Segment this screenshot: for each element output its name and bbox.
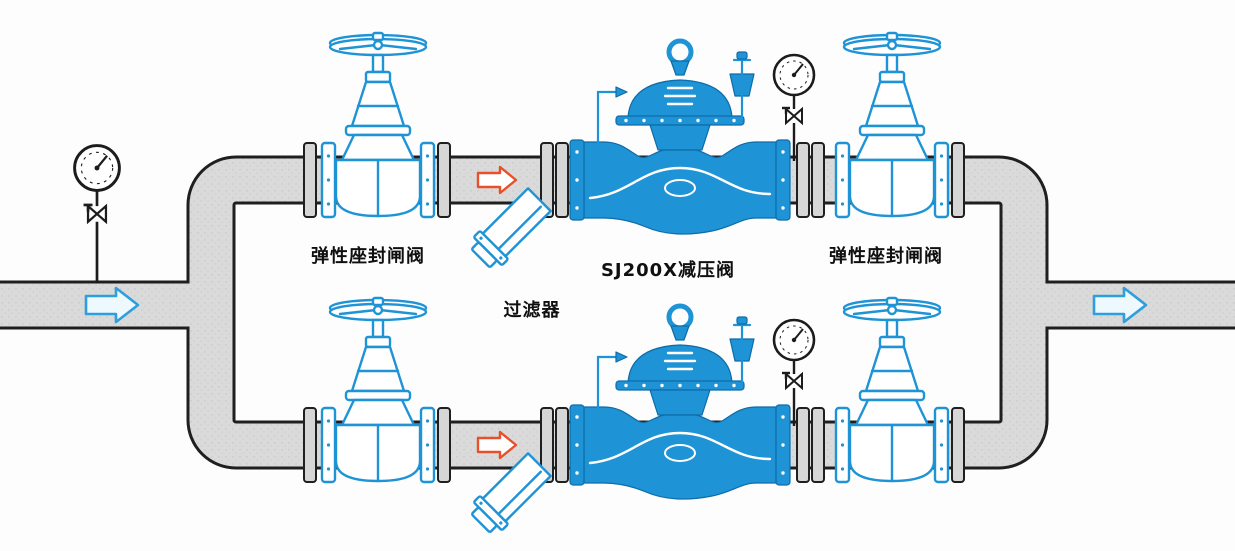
pipe-flange [555,407,569,483]
pressure-gauge-inlet [73,144,121,284]
pipe-flange [437,407,451,483]
gate-valve-lower-outlet [834,296,950,484]
pipe-flange [811,142,825,218]
pipe-flange [796,142,810,218]
pipe-flange [555,142,569,218]
pipe-flange [303,142,317,218]
pipe-flange [811,407,825,483]
pipe-network [0,155,1235,470]
label-gate-valve-right: 弹性座封闸阀 [829,245,943,267]
pipe-flange [951,407,965,483]
pressure-gauge-upper-prv [772,53,816,161]
gate-valve-lower-inlet [320,296,436,484]
pipe-flange [951,142,965,218]
gate-valve-upper-inlet [320,31,436,219]
pipe-flange [796,407,810,483]
label-strainer: 过滤器 [504,299,561,321]
pipe-flange [303,407,317,483]
label-prv: SJ200X减压阀 [601,259,735,281]
pressure-reducing-valve-upper [570,41,790,234]
pressure-gauge-lower-prv [772,318,816,426]
pipe-flange [437,142,451,218]
gate-valve-upper-outlet [834,31,950,219]
pressure-reducing-valve-lower [570,306,790,499]
label-gate-valve-left: 弹性座封闸阀 [311,245,425,267]
